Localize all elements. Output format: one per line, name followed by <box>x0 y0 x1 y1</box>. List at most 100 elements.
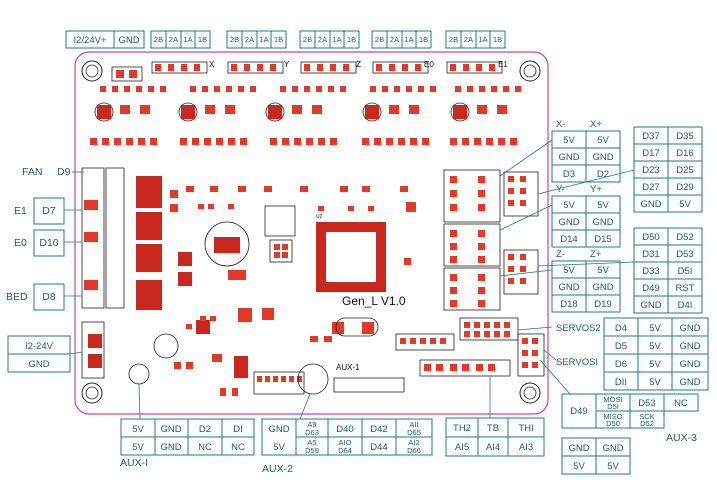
e0-pin-label: D10 <box>39 237 58 249</box>
gnd5v-r1c1: 5V <box>607 461 619 472</box>
aux2-a10: AIO <box>339 438 352 447</box>
aux1-t0: 5V <box>132 424 144 435</box>
endstop-z-r1c0: GND <box>558 282 579 293</box>
aux2-gnd: GND <box>268 424 289 435</box>
servo-r3c0: DII <box>615 377 627 388</box>
endstop-y-r2c0: D14 <box>560 234 577 245</box>
motor-z-pin-2a: 2A <box>318 35 327 44</box>
motor-z-pin-2b: 2B <box>303 35 312 44</box>
endstop-x-table: X- X+ 5V 5V GND GND D3 D2 <box>551 119 621 183</box>
aux1-b3: NC <box>231 442 245 453</box>
motor-e1-pin-2a: 2A <box>464 35 473 44</box>
motor-x-pin-2b: 2B <box>154 35 163 44</box>
right-pin-block-1: D37 D35 D17 D16 D23 D25 D27 D29 GND 5V <box>633 126 703 213</box>
block2-r0c0: D50 <box>642 232 659 243</box>
motor-z-pin-1a: 1A <box>332 35 341 44</box>
aux3-d52: D52 <box>640 419 654 428</box>
mosfet-area <box>81 167 192 385</box>
endstop-y-r1c1: GND <box>592 217 613 228</box>
motor-e1-pin-1a: 1A <box>478 35 487 44</box>
block1-r4c1: 5V <box>679 199 691 210</box>
aux3-table: D49 MOSI D5I D53 NC MISO D50 SCK D52 AUX… <box>561 393 699 444</box>
stepper-drivers <box>90 102 517 145</box>
servo-r0c1: 5V <box>649 323 661 334</box>
motor-headers: 2B 2A 1A 1B 2B 2A 1A 1B 2B 2A 1A 1B 2B 2… <box>150 30 506 49</box>
aux2-a5: A5 <box>307 438 316 447</box>
block1-r3c1: D29 <box>676 182 693 193</box>
motor-y-pin-2a: 2A <box>245 35 254 44</box>
aux2-5v: 5V <box>273 442 285 453</box>
servo-r1c2: GND <box>679 341 700 352</box>
power-gnd-label: GND <box>118 35 139 46</box>
servo-r3c2: GND <box>679 377 700 388</box>
fan-pin-label: D9 <box>57 166 71 178</box>
endstop-y-minus: Y- <box>556 184 565 195</box>
endstop-z-r0c1: 5V <box>597 265 609 276</box>
block2-r3c1: RST <box>676 283 695 294</box>
endstop-y-r1c0: GND <box>558 217 579 228</box>
servo-header-pads <box>395 317 545 377</box>
block2-r1c0: D31 <box>642 249 659 260</box>
endstop-x-minus: X- <box>556 119 566 130</box>
motor-y-pin-2b: 2B <box>230 35 239 44</box>
axis-label-x: X <box>209 60 215 69</box>
endstop-x-r0c0: 5V <box>563 135 575 146</box>
aux2-d66: D66 <box>407 446 421 455</box>
e1-pin-label: D7 <box>42 205 56 217</box>
block2-r0c1: D52 <box>676 232 693 243</box>
axis-label-z: Z <box>356 60 361 69</box>
endstop-y-r0c0: 5V <box>563 200 575 211</box>
servo-r2c0: D6 <box>615 359 627 370</box>
endstop-y-r0c1: 5V <box>597 200 609 211</box>
leader-lines <box>64 139 635 420</box>
therm-a13: AI3 <box>519 442 533 453</box>
gnd5v-r0c0: GND <box>568 443 589 454</box>
motor-connectors <box>111 61 503 82</box>
servo-r0c0: D4 <box>615 323 627 334</box>
servo-r3c1: 5V <box>649 377 661 388</box>
aux2-d42: D42 <box>370 424 387 435</box>
endstop-x-r1c1: GND <box>592 152 613 163</box>
therm-th1: THI <box>518 423 533 434</box>
thermistor-table: TH2 TB THI AI5 AI4 AI3 <box>445 417 545 457</box>
servo-table: SERVOS2 SERVOSI D4 5V GND D5 5V GND D6 5… <box>556 317 709 391</box>
therm-a14: AI4 <box>486 442 500 453</box>
gnd5v-r0c1: GND <box>602 443 623 454</box>
endstop-z-r2c1: D19 <box>594 299 611 310</box>
endstop-z-r0c0: 5V <box>563 265 575 276</box>
aux3-d50: D50 <box>606 419 620 428</box>
aux2-d40: D40 <box>336 424 353 435</box>
aux2-table: GND 5V A9 D63 D40 D42 AII D65 A5 D59 AIO… <box>261 418 433 475</box>
aux1-label: AUX-I <box>120 457 148 469</box>
aux3-nc: NC <box>674 398 688 409</box>
servo-r0c2: GND <box>679 323 700 334</box>
endstop-headers <box>443 169 539 311</box>
aux2-d44: D44 <box>370 442 387 453</box>
block1-r0c0: D37 <box>642 131 659 142</box>
aux1-table: 5V GND D2 DI 5V GND NC NC AUX-I <box>120 418 255 469</box>
axis-label-e0: E0 <box>424 60 434 69</box>
aux1-b1: GND <box>160 442 181 453</box>
block2-r1c1: D53 <box>676 249 693 260</box>
axis-label-e1: E1 <box>498 60 508 69</box>
endstop-z-minus: Z- <box>556 249 565 260</box>
aux3-miso: MISO <box>603 412 622 421</box>
aux2-a9: A9 <box>307 420 316 429</box>
axis-label-y: Y <box>284 60 290 69</box>
board-aux1-label: AUX-1 <box>336 363 360 372</box>
endstop-z-r1c1: GND <box>592 282 613 293</box>
smd-components <box>174 186 416 396</box>
servo-r1c1: 5V <box>649 341 661 352</box>
bed-pin-label: D8 <box>42 291 56 303</box>
power-input-voltage: I2-24V <box>25 341 54 352</box>
therm-tb: TB <box>487 423 499 434</box>
therm-a15: AI5 <box>455 442 469 453</box>
power-v-label: I2/24V+ <box>73 35 106 46</box>
endstop-y-plus: Y+ <box>590 184 602 195</box>
servo-r2c2: GND <box>679 359 700 370</box>
aux2-a12: AI2 <box>408 438 419 447</box>
e0-label: E0 <box>14 237 27 249</box>
endstop-x-r1c0: GND <box>558 152 579 163</box>
block1-r2c1: D25 <box>676 165 693 176</box>
motor-x-pin-1a: 1A <box>183 35 192 44</box>
